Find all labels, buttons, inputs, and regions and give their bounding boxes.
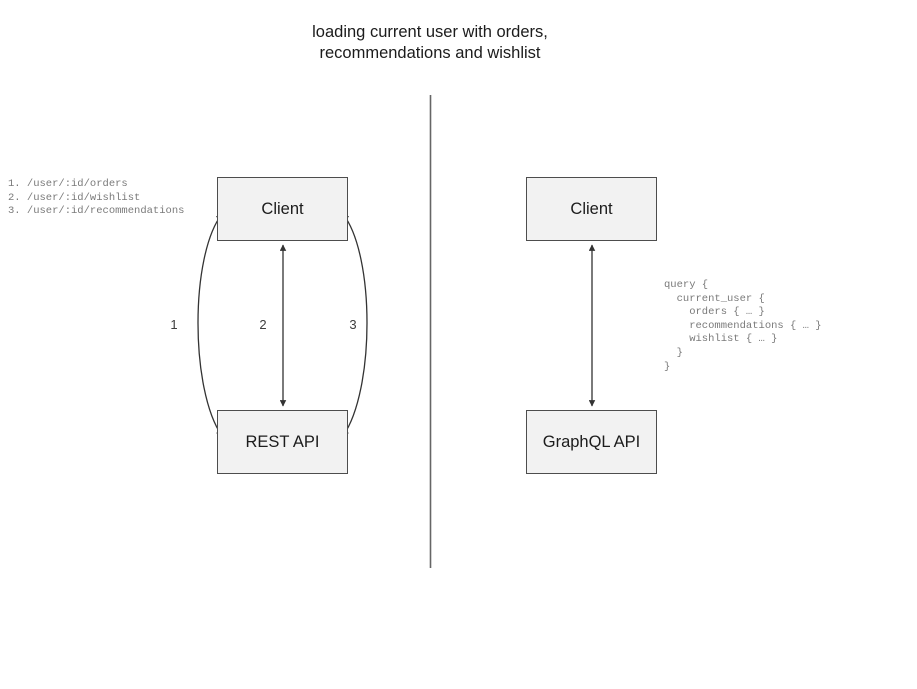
graphql-query-snippet: query { current_user { orders { … } reco… [664,279,822,373]
node-rest-api[interactable]: REST API [217,410,348,474]
page-title: loading current user with orders, recomm… [312,23,548,62]
rest-edge-1-curve [197,213,223,437]
node-graphql-api[interactable]: GraphQL API [526,410,657,474]
node-rest-client[interactable]: Client [217,177,348,241]
node-graphql-client[interactable]: Client [526,177,657,241]
edge-label-2: 2 [259,317,267,332]
edge-label-3: 3 [349,317,357,332]
edge-label-1: 1 [170,317,178,332]
rest-endpoint-list: 1. /user/:id/orders 2. /user/:id/wishlis… [8,178,185,218]
